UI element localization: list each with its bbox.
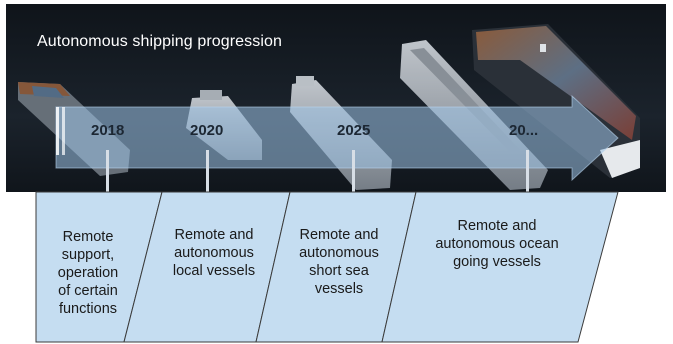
milestone-year-2018: 2018 (91, 122, 125, 139)
phase-4-line-1: Remote and (457, 218, 537, 234)
phase-1-line-2: support, (61, 247, 115, 263)
phase-label-1: Remote support, operation of certain fun… (48, 228, 128, 318)
phase-4-line-2: autonomous ocean (435, 236, 559, 252)
phase-label-3: Remote and autonomous short sea vessels (283, 226, 395, 298)
phase-3-line-4: vessels (314, 281, 364, 297)
phase-1-line-4: of certain (58, 283, 118, 299)
milestone-year-20xx: 20... (509, 122, 539, 139)
timeline-arrow (55, 94, 619, 182)
phase-2-line-1: Remote and (174, 227, 254, 243)
phase-3-line-2: autonomous (299, 245, 379, 261)
phase-1-line-1: Remote (62, 229, 114, 245)
phase-shape-4 (381, 191, 619, 343)
milestone-tick-2025 (352, 150, 355, 192)
phase-1-line-3: operation (57, 265, 119, 281)
timeline-start-bar-2 (62, 107, 65, 155)
phase-4-line-3: going vessels (453, 254, 541, 270)
milestone-tick-2020 (206, 150, 209, 192)
phase-label-4: Remote and autonomous ocean going vessel… (418, 217, 576, 271)
milestone-tick-20xx (526, 150, 529, 192)
milestone-tick-2018 (106, 150, 109, 192)
phase-3-line-3: short sea (309, 263, 369, 279)
milestone-year-2025: 2025 (337, 122, 371, 139)
phase-label-2: Remote and autonomous local vessels (155, 226, 273, 280)
phase-3-line-1: Remote and (299, 227, 379, 243)
diagram-title: Autonomous shipping progression (37, 33, 283, 50)
phase-2-line-2: autonomous (174, 245, 254, 261)
milestone-year-2020: 2020 (190, 122, 224, 139)
phase-2-line-3: local vessels (172, 263, 256, 279)
timeline-start-bar-1 (56, 107, 59, 155)
phase-1-line-5: functions (58, 301, 118, 317)
